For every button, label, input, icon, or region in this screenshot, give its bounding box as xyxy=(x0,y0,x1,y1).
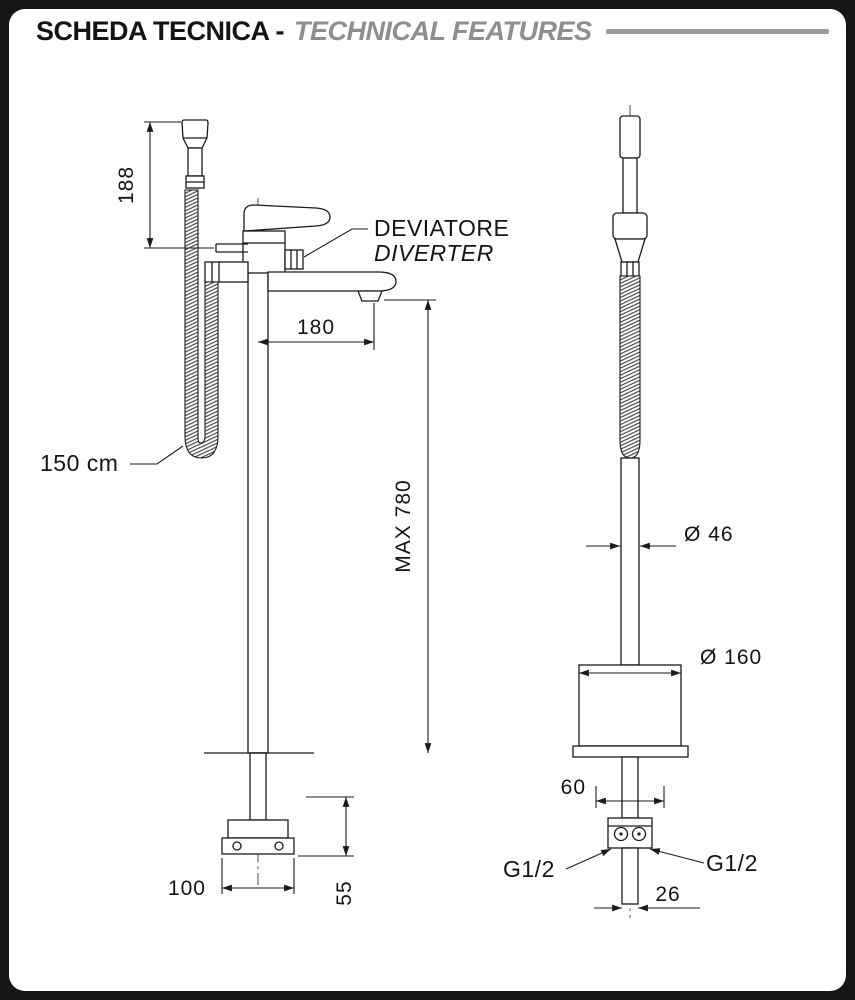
floor-base-front xyxy=(204,752,314,855)
floor-plate-side xyxy=(572,745,689,758)
dim-188: 188 xyxy=(115,121,214,249)
dim-100: 100 xyxy=(168,858,295,900)
hose-side xyxy=(619,275,641,459)
header: SCHEDA TECNICA - TECHNICAL FEATURES xyxy=(36,16,829,47)
dim-55-label: 55 xyxy=(333,880,356,905)
connection-block xyxy=(607,756,653,905)
diverter-label-it: DEVIATORE xyxy=(374,215,509,241)
dim-188-label: 188 xyxy=(115,166,138,204)
handshower-handle xyxy=(187,147,203,177)
base-screw-left xyxy=(232,841,242,851)
g12-left-label: G1/2 xyxy=(503,856,555,882)
handshower-head-side xyxy=(619,115,641,159)
column-side xyxy=(620,457,640,666)
side-view: Ø 46 Ø 160 60 G1/2 G1/2 xyxy=(503,105,762,918)
handshower-head xyxy=(181,119,209,149)
base-screw-right xyxy=(274,841,284,851)
dim-max-780-label: MAX 780 xyxy=(392,479,415,572)
page-subtitle: TECHNICAL FEATURES xyxy=(294,16,592,46)
page-title: SCHEDA TECNICA - xyxy=(36,16,285,46)
hose-length-label: 150 cm xyxy=(40,450,118,476)
dim-max-780: MAX 780 xyxy=(384,299,436,753)
mixer-body-front xyxy=(242,204,397,302)
mixer-cartridge xyxy=(242,230,286,274)
handshower-handle-side xyxy=(622,157,638,214)
dim-26: 26 xyxy=(594,883,700,912)
handshower-side xyxy=(612,115,648,277)
bottom-pipe xyxy=(621,847,639,905)
dim-55: 55 xyxy=(298,796,356,906)
diverter-label-en: DIVERTER xyxy=(374,240,494,266)
hose-elbow xyxy=(204,243,249,283)
dim-dia-160: Ø 160 xyxy=(579,646,762,677)
spout xyxy=(267,271,397,292)
dim-60: 60 xyxy=(561,776,665,808)
front-view: 188 DEVIATORE DIVERTER 180 MAX 780 xyxy=(40,119,509,906)
diverter-callout: DEVIATORE DIVERTER xyxy=(303,215,509,266)
hose-length-callout: 150 cm xyxy=(40,445,184,476)
aerator xyxy=(357,290,383,302)
header-rule xyxy=(605,29,829,34)
dim-100-label: 100 xyxy=(168,877,206,900)
diverter-knob xyxy=(284,249,304,270)
lever-handle xyxy=(243,204,331,232)
column-front xyxy=(247,231,269,821)
base-cover-cylinder xyxy=(578,664,682,747)
dia-160-label: Ø 160 xyxy=(700,646,762,669)
dim-180: 180 xyxy=(258,303,375,350)
handshower-holder xyxy=(612,212,648,240)
dim-dia-46: Ø 46 xyxy=(586,523,734,550)
handshower-front xyxy=(181,119,209,189)
g12-callouts: G1/2 G1/2 xyxy=(503,848,758,882)
dia-46-label: Ø 46 xyxy=(684,523,734,546)
dim-60-label: 60 xyxy=(561,776,586,799)
g12-right-label: G1/2 xyxy=(706,850,758,876)
hose-front xyxy=(184,189,219,459)
dim-26-label: 26 xyxy=(655,883,680,906)
dim-180-label: 180 xyxy=(297,316,335,339)
